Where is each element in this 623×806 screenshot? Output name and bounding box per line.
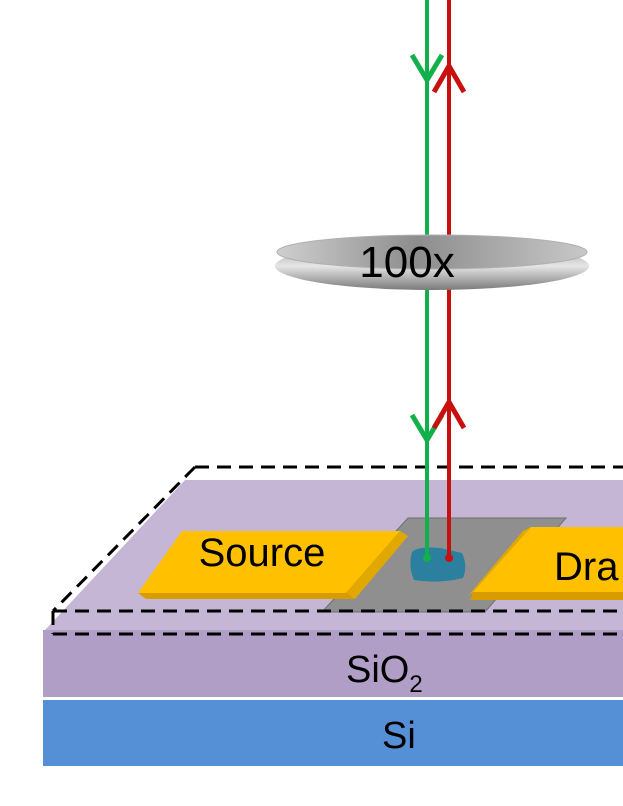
lens-label: 100x <box>359 238 454 287</box>
reflected-arrow-upper-icon <box>431 60 467 94</box>
oxide-subscript: 2 <box>409 671 422 698</box>
substrate-label: Si <box>382 715 416 757</box>
reflected-arrow-lower-icon <box>431 396 467 430</box>
source-label: Source <box>199 531 326 575</box>
oxide-layer <box>43 630 623 698</box>
source-electrode <box>138 531 408 599</box>
drain-label: Dra <box>554 545 619 589</box>
incident-arrow-upper-icon <box>409 53 445 85</box>
sample-flake <box>410 547 466 582</box>
substrate-layer <box>43 700 623 766</box>
oxide-label: SiO2 <box>346 649 423 698</box>
dashed-outline <box>51 465 623 636</box>
objective-lens <box>275 234 589 290</box>
drain-electrode <box>468 527 623 600</box>
